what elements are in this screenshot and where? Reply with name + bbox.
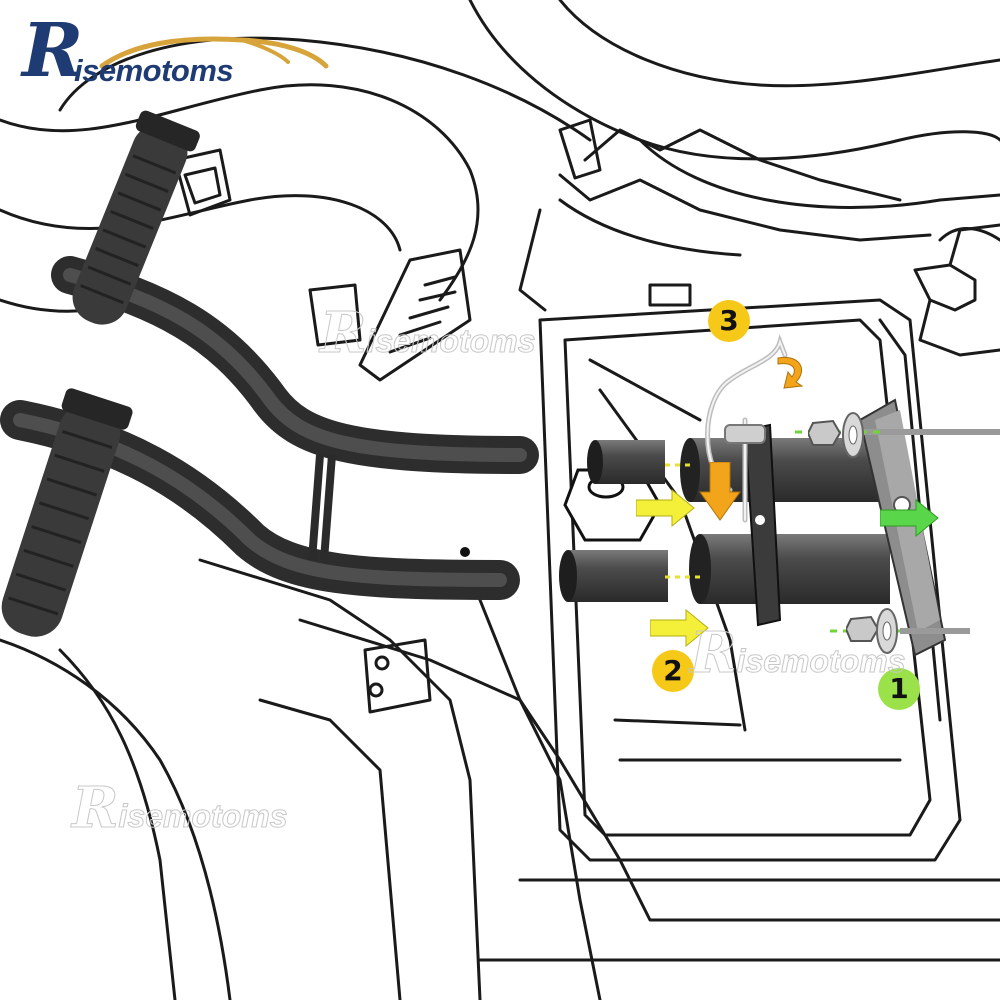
drop-arrow	[699, 462, 741, 521]
logo-wordmark: isemotoms	[74, 53, 234, 88]
step-badge-3: 3	[708, 300, 750, 342]
watermark-right: Risemotoms	[690, 620, 906, 687]
nut-icon	[808, 419, 842, 446]
washer-icon	[842, 412, 864, 458]
washer-icon	[876, 608, 898, 654]
car-swoosh-icon	[99, 36, 329, 69]
watermark-center: Risemotoms	[320, 300, 536, 367]
step-badge-2: 2	[652, 650, 694, 692]
logo-initial: R	[22, 8, 84, 94]
watermark-bottom-left: Risemotoms	[72, 775, 288, 842]
step-badge-1: 1	[878, 668, 920, 710]
bolt-icon	[846, 615, 880, 642]
push-arrow	[880, 498, 939, 538]
insert-arrow-lower	[650, 608, 709, 648]
brand-logo: R isemotoms	[22, 8, 329, 94]
insert-arrow-upper	[636, 488, 695, 528]
curved-arrow-icon	[777, 356, 804, 389]
